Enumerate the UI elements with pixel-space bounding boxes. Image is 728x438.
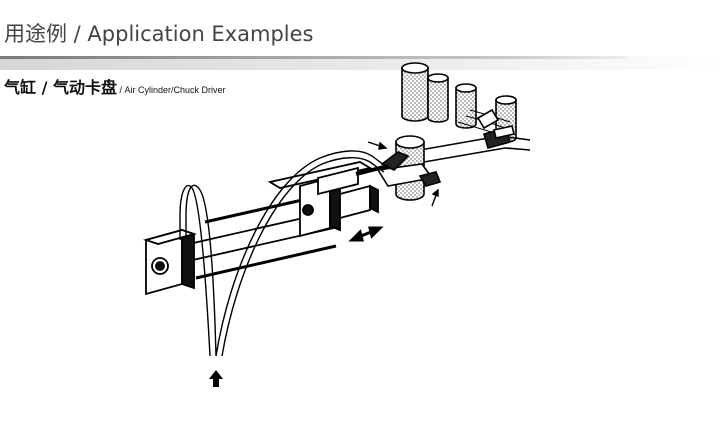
page-title: 用途例 / Application Examples [4, 22, 314, 46]
header-divider-line [0, 56, 628, 59]
air-cylinder-icon [142, 161, 389, 296]
motion-arrows [367, 141, 439, 207]
caption-chinese: 气缸 / 气动卡盘 [4, 78, 117, 97]
page-header: 用途例 / Application Examples [0, 14, 728, 70]
section-caption: 气缸 / 气动卡盘 / Air Cylinder/Chuck Driver [4, 74, 226, 98]
air-hose [179, 150, 389, 357]
application-illustration [142, 62, 531, 387]
header-divider [0, 56, 728, 70]
chuck-icon [476, 108, 515, 149]
chuck-jaw [376, 151, 442, 187]
arrow-up-icon [209, 370, 223, 387]
caption-english: / Air Cylinder/Chuck Driver [117, 85, 226, 95]
double-arrow-icon [348, 226, 384, 242]
